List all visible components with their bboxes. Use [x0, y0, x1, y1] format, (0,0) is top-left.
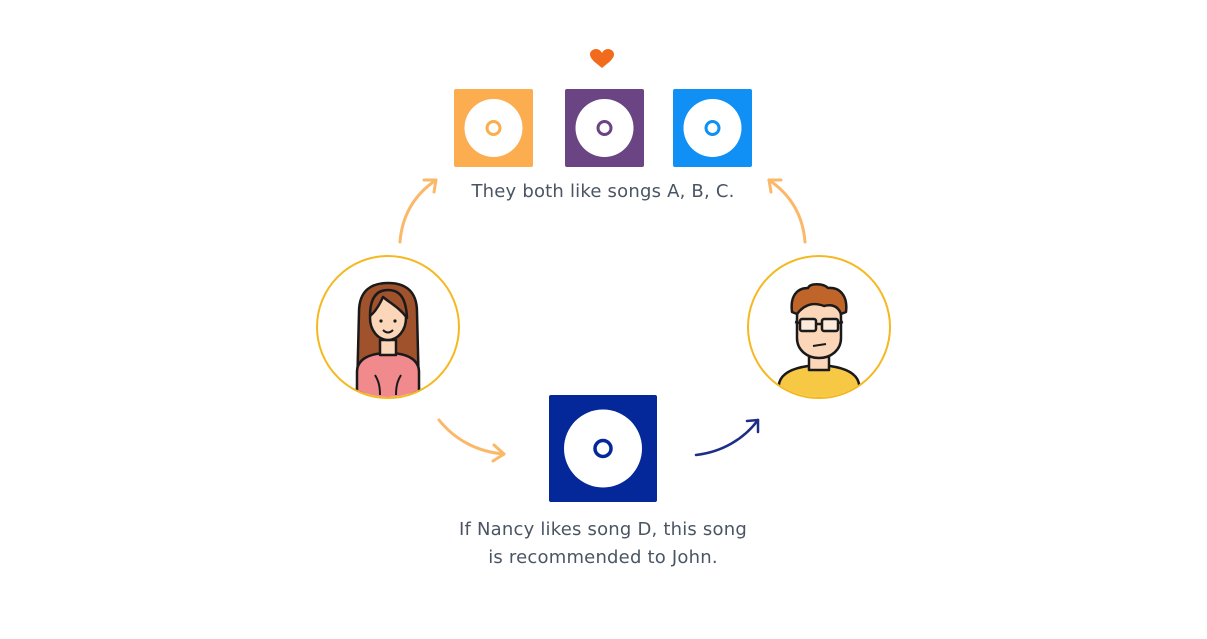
disc-icon: [464, 99, 523, 157]
disc-icon: [683, 99, 742, 157]
arrow-song-d-to-john: [694, 418, 760, 457]
album-a: [454, 89, 533, 167]
john-avatar: [747, 255, 891, 399]
heart-icon: [590, 49, 614, 68]
recommendation-caption-line-1: If Nancy likes song D, this song: [459, 519, 747, 540]
disc-icon: [564, 409, 642, 488]
arrow-nancy-to-songs: [398, 178, 438, 244]
album-d: [549, 395, 657, 502]
album-b: [565, 89, 644, 167]
nancy-avatar: [316, 255, 460, 399]
album-c: [673, 89, 752, 167]
arrow-nancy-to-song-d: [437, 418, 506, 463]
arrow-john-to-songs: [767, 178, 807, 244]
man-with-glasses-avatar-icon: [775, 283, 863, 397]
woman-avatar-icon: [355, 281, 421, 397]
recommendation-caption-line-2: is recommended to John.: [488, 547, 718, 568]
recommendation-caption: If Nancy likes song D, this song is reco…: [403, 516, 803, 572]
shared-songs-caption: They both like songs A, B, C.: [471, 181, 735, 202]
disc-icon: [575, 99, 634, 157]
